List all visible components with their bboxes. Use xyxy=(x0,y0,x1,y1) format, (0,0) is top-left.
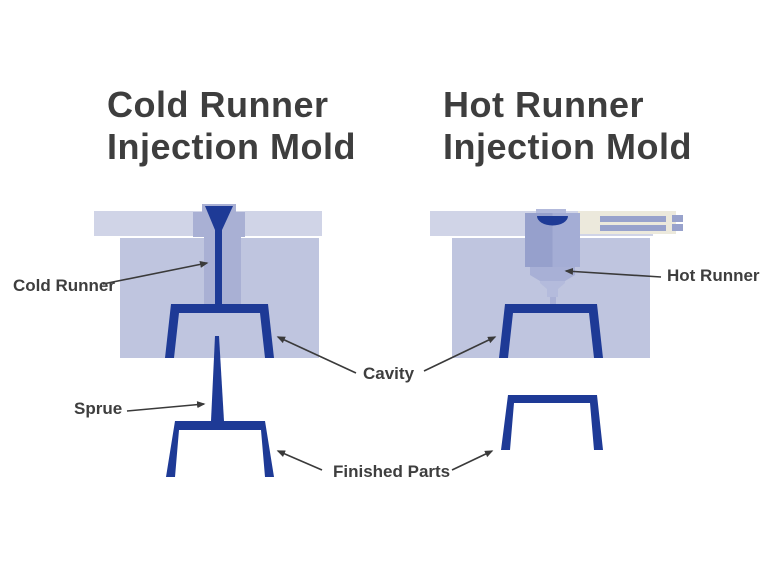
left-title-line1: Cold Runner xyxy=(107,84,329,125)
finished-parts-arrow-right xyxy=(451,450,494,471)
cold-runner-sprue-channel xyxy=(205,206,233,306)
heater-rod-top xyxy=(600,216,666,222)
cold-runner-mold xyxy=(94,204,322,477)
right-title-line2: Injection Mold xyxy=(443,126,692,167)
left-title-line2: Injection Mold xyxy=(107,126,356,167)
cold-runner-label: Cold Runner xyxy=(13,276,115,295)
melt-inlet-dome xyxy=(537,216,568,226)
heater-rod-bottom xyxy=(600,225,666,231)
nozzle-step xyxy=(530,267,575,281)
right-cavity-part xyxy=(499,304,603,358)
nozzle-inlet-tab xyxy=(536,209,566,215)
right-finished-part xyxy=(501,395,603,450)
finished-parts-arrow-left xyxy=(276,450,323,471)
cavity-arrow-left xyxy=(276,336,357,374)
gate-channel xyxy=(550,297,556,306)
sprue-arrow xyxy=(126,401,206,412)
ejected-sprue xyxy=(211,336,224,421)
hot-runner-arrow xyxy=(564,267,662,278)
sprue-channel-housing xyxy=(204,237,241,306)
sprue-label: Sprue xyxy=(74,399,123,418)
right-title-line1: Hot Runner xyxy=(443,84,644,125)
left-cavity-part xyxy=(165,304,274,358)
nozzle-taper xyxy=(540,281,565,289)
nozzle-tip xyxy=(547,289,558,297)
heater-terminal-top xyxy=(672,215,683,222)
hot-runner-label: Hot Runner xyxy=(667,266,760,285)
cavity-label: Cavity xyxy=(363,364,415,383)
heater-terminal-bottom xyxy=(672,224,683,231)
right-title: Hot Runner Injection Mold xyxy=(443,84,692,168)
finished-parts-label: Finished Parts xyxy=(333,462,451,481)
left-finished-part xyxy=(166,421,274,477)
left-title: Cold Runner Injection Mold xyxy=(107,84,356,168)
hot-runner-mold xyxy=(430,209,683,450)
cavity-arrow-right xyxy=(423,336,497,372)
annotation-arrows xyxy=(102,260,662,471)
cold-runner-arrow xyxy=(102,260,209,285)
